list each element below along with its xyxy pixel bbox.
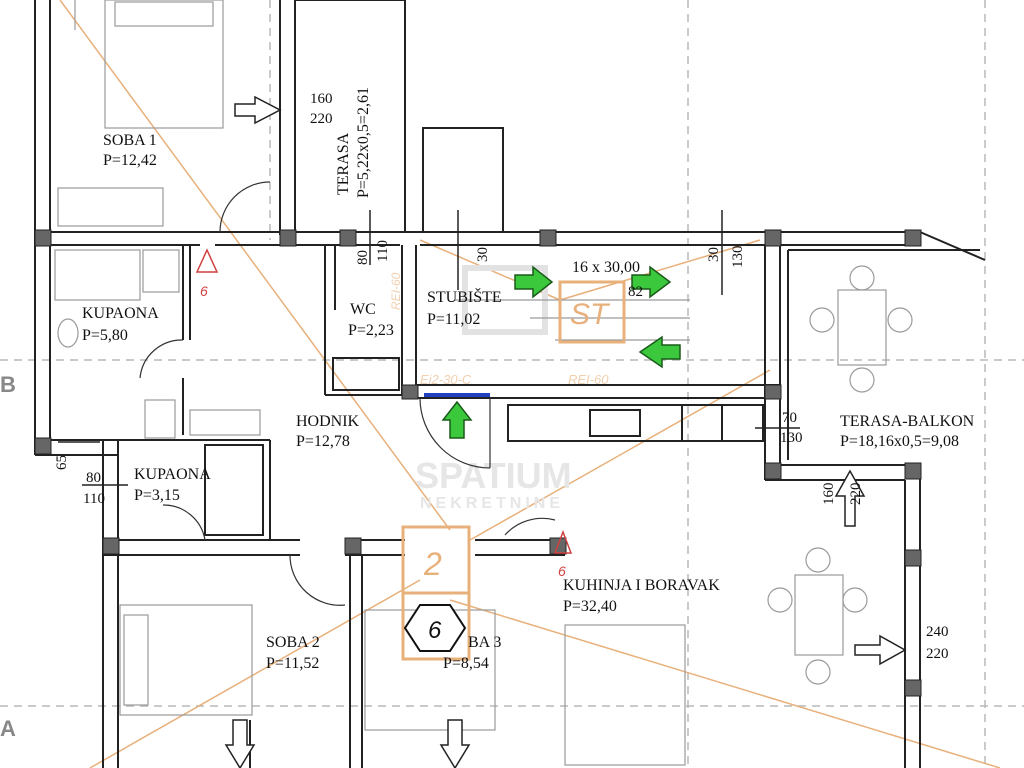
dim-160: 160 bbox=[821, 483, 837, 506]
room-soba-3: BA 3 P=8,54 bbox=[443, 634, 501, 672]
room-name: KUPAONA bbox=[82, 305, 159, 322]
marker-6-hexagon: 6 bbox=[403, 604, 467, 652]
rei60-label-2: REI-60 bbox=[389, 272, 403, 310]
fire-marker-2: 6 bbox=[553, 529, 573, 579]
wall-pillars bbox=[34, 229, 922, 697]
room-kuhinja: KUHINJA I BORAVAK P=32,40 bbox=[563, 577, 720, 615]
room-area: P=12,78 bbox=[296, 433, 350, 450]
room-name: TERASA bbox=[335, 132, 352, 195]
room-wc: WC P=2,23 bbox=[348, 301, 394, 339]
room-hodnik: HODNIK P=12,78 bbox=[296, 413, 360, 450]
room-area: P=5,80 bbox=[82, 327, 128, 344]
ei30-label: Ei2-30-C bbox=[420, 372, 472, 387]
watermark-title: SPATIUM bbox=[415, 455, 572, 496]
dim-70: 70 bbox=[782, 410, 797, 426]
room-stubiste: STUBIŠTE P=11,02 16 x 30,00 bbox=[427, 259, 640, 328]
dim-30: 30 bbox=[475, 247, 491, 262]
marker-st: ST bbox=[558, 280, 626, 344]
room-name: SOBA 1 bbox=[103, 132, 157, 149]
window-arrows bbox=[224, 95, 907, 768]
room-area: P=32,40 bbox=[563, 598, 617, 615]
dimension-ticks bbox=[58, 210, 800, 486]
dim-240: 240 bbox=[926, 624, 949, 640]
dim-220: 220 bbox=[848, 483, 864, 506]
room-terasa-balkon: TERASA-BALKON P=18,16x0,5=9,08 bbox=[840, 413, 975, 450]
room-area: P=8,54 bbox=[443, 655, 489, 672]
room-name: BA 3 bbox=[468, 634, 501, 651]
dim-65: 65 bbox=[54, 455, 70, 470]
room-soba-1: SOBA 1 P=12,42 bbox=[103, 132, 157, 169]
room-soba-2: SOBA 2 P=11,52 bbox=[266, 634, 320, 672]
evacuation-arrows bbox=[441, 265, 681, 439]
dim-82: 82 bbox=[628, 284, 643, 300]
room-name: HODNIK bbox=[296, 413, 360, 430]
rei60-label-1: REI-60 bbox=[568, 372, 609, 387]
furniture bbox=[54, 0, 913, 766]
dim-80: 80 bbox=[86, 470, 101, 486]
room-kupaona-1: KUPAONA P=5,80 bbox=[82, 305, 159, 344]
marker-2-label: 2 bbox=[423, 546, 442, 582]
doors bbox=[139, 181, 556, 606]
watermark-subtitle: NEKRETNINE bbox=[420, 495, 564, 512]
room-name: STUBIŠTE bbox=[427, 287, 502, 306]
axis-label-a: A bbox=[0, 716, 16, 741]
fire-marker-1-label: 6 bbox=[200, 283, 208, 299]
room-area: P=11,52 bbox=[266, 655, 319, 672]
marker-st-label: ST bbox=[570, 298, 611, 331]
dim-30: 30 bbox=[706, 247, 722, 262]
stairs-dimension: 16 x 30,00 bbox=[572, 259, 640, 276]
fire-marker-2-label: 6 bbox=[558, 563, 566, 579]
room-area: P=5,22x0,5=2,61 bbox=[355, 87, 372, 198]
fire-marker-1: 6 bbox=[195, 248, 219, 299]
watermark: SPATIUM NEKRETNINE bbox=[415, 265, 572, 512]
dim-220: 220 bbox=[926, 646, 949, 662]
room-area: P=18,16x0,5=9,08 bbox=[840, 433, 959, 450]
room-area: P=3,15 bbox=[134, 487, 180, 504]
dim-220: 220 bbox=[310, 111, 333, 127]
room-name: SOBA 2 bbox=[266, 634, 320, 651]
room-kupaona-2: KUPAONA P=3,15 bbox=[134, 466, 211, 504]
dim-80: 80 bbox=[355, 250, 371, 265]
dim-110: 110 bbox=[375, 240, 391, 262]
room-area: P=12,42 bbox=[103, 152, 157, 169]
dim-160: 160 bbox=[310, 91, 333, 107]
axis-label-b: B bbox=[0, 372, 16, 397]
room-terasa: TERASA P=5,22x0,5=2,61 bbox=[335, 87, 372, 198]
dim-130: 130 bbox=[780, 430, 803, 446]
room-name: KUHINJA I BORAVAK bbox=[563, 577, 720, 594]
marker-6-label: 6 bbox=[428, 617, 442, 644]
room-area: P=11,02 bbox=[427, 311, 480, 328]
walls bbox=[34, 0, 986, 768]
dim-110: 110 bbox=[83, 491, 105, 507]
room-name: KUPAONA bbox=[134, 466, 211, 483]
dimensions: 160 220 80 110 30 30 130 82 70 130 65 80… bbox=[54, 91, 949, 662]
room-area: P=2,23 bbox=[348, 322, 394, 339]
dim-130: 130 bbox=[730, 246, 746, 269]
marker-2: 2 bbox=[401, 525, 471, 661]
room-name: WC bbox=[350, 301, 376, 318]
room-name: TERASA-BALKON bbox=[840, 413, 975, 430]
